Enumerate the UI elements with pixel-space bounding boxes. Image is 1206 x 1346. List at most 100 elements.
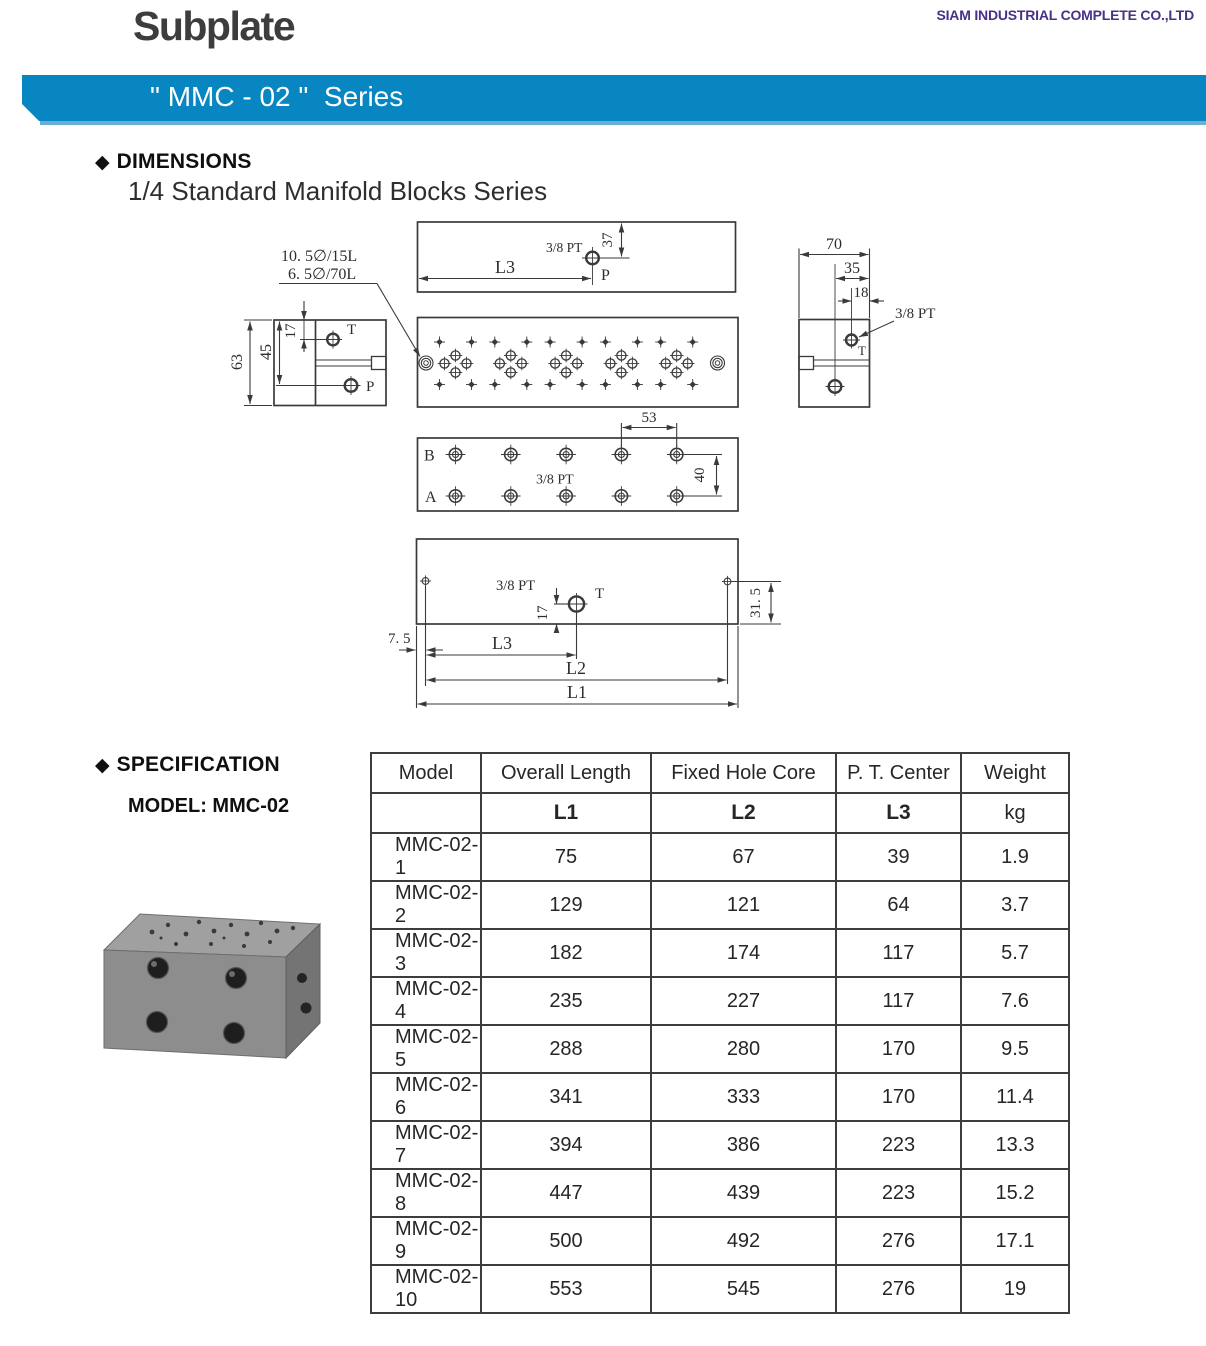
port-p-label: P — [601, 267, 610, 284]
model-cell: MMC-02-10 — [370, 1264, 482, 1314]
model-cell: MMC-02-2 — [370, 880, 482, 930]
value-cell: 17.1 — [960, 1216, 1070, 1266]
value-cell: 545 — [650, 1264, 837, 1314]
spec-table-units-row: L1 L2 L3 kg — [370, 792, 1070, 834]
value-cell: 492 — [650, 1216, 837, 1266]
value-cell: 182 — [480, 928, 652, 978]
mount-hole-left — [418, 355, 434, 371]
port-p-label: P — [366, 379, 374, 395]
dim-40-label: 40 — [692, 468, 708, 483]
value-cell: 1.9 — [960, 832, 1070, 882]
dim-45-label: 45 — [258, 344, 275, 360]
value-cell: 75 — [480, 832, 652, 882]
company-name: SIAM INDUSTRIAL COMPLETE CO.,LTD — [936, 7, 1194, 23]
value-cell: 170 — [835, 1024, 962, 1074]
value-cell: 280 — [650, 1024, 837, 1074]
thread-label: 3/8 PT — [546, 240, 583, 255]
col-weight: Weight — [960, 752, 1070, 794]
left-side-view-drawing: T P 63 45 17 — [229, 301, 387, 407]
value-cell: 11.4 — [960, 1072, 1070, 1122]
model-cell: MMC-02-8 — [370, 1168, 482, 1218]
dimensions-subheading: 1/4 Standard Manifold Blocks Series — [128, 176, 548, 206]
value-cell: 117 — [835, 928, 962, 978]
value-cell: 333 — [650, 1072, 837, 1122]
value-cell: 288 — [480, 1024, 652, 1074]
dim-31-5-label: 31. 5 — [748, 588, 764, 618]
value-cell: 447 — [480, 1168, 652, 1218]
side-face-holes — [297, 973, 312, 1014]
port-p-marker — [582, 247, 630, 285]
col-pt-center: P. T. Center — [835, 752, 962, 794]
hole-callout: 10. 5∅/15L 6. 5∅/70L — [279, 248, 421, 357]
mount-hole-right — [709, 355, 726, 371]
value-cell: 5.7 — [960, 928, 1070, 978]
diamond-bullet-icon: ◆ — [95, 151, 110, 173]
port-p-marker — [341, 376, 361, 395]
value-cell: 394 — [480, 1120, 652, 1170]
banner-underline — [40, 121, 1206, 125]
page-title: Subplate — [133, 3, 296, 49]
top-view-drawing: 37 3/8 PT L3 P — [416, 221, 737, 293]
port-t-label: T — [595, 586, 604, 602]
diamond-bullet-icon: ◆ — [95, 754, 110, 776]
value-cell: 170 — [835, 1072, 962, 1122]
port-t-label: T — [858, 343, 866, 358]
model-cell: MMC-02-4 — [370, 976, 482, 1026]
dim-7-5-label: 7. 5 — [388, 631, 411, 647]
ports-view-drawing: B A 3/8 PT 53 40 — [416, 410, 739, 512]
value-cell: 7.6 — [960, 976, 1070, 1026]
dim-63-label: 63 — [229, 354, 246, 370]
specification-section-header: ◆ SPECIFICATION — [95, 753, 280, 777]
row-b-label: B — [424, 448, 435, 465]
dim-l2-label: L2 — [566, 658, 586, 678]
model-cell: MMC-02-5 — [370, 1024, 482, 1074]
dim-35-label: 35 — [844, 260, 860, 277]
value-cell: 64 — [835, 880, 962, 930]
value-cell: 386 — [650, 1120, 837, 1170]
front-face-holes — [145, 956, 248, 1045]
model-cell: MMC-02-9 — [370, 1216, 482, 1266]
value-cell: 121 — [650, 880, 837, 930]
value-cell: 13.3 — [960, 1120, 1070, 1170]
units-l2: L2 — [650, 792, 837, 834]
dimensions-heading: DIMENSIONS — [116, 150, 252, 173]
value-cell: 19 — [960, 1264, 1070, 1314]
port-t-marker — [324, 330, 342, 349]
row-a-label: A — [425, 489, 437, 506]
dim-l1-label: L1 — [567, 682, 587, 702]
value-cell: 553 — [480, 1264, 652, 1314]
dim-l3-label: L3 — [492, 633, 512, 653]
dimensions-section-header: ◆ DIMENSIONS — [95, 150, 252, 174]
value-cell: 276 — [835, 1216, 962, 1266]
value-cell: 129 — [480, 880, 652, 930]
model-label: MODEL: MMC-02 — [128, 795, 290, 817]
port-t-label: T — [347, 322, 356, 338]
dim-18-label: 18 — [854, 285, 869, 301]
series-banner-text: " MMC - 02 " Series — [150, 81, 404, 112]
product-photo — [102, 913, 322, 1060]
spec-table: Model Overall Length Fixed Hole Core P. … — [370, 752, 1070, 1314]
dim-53-label: 53 — [642, 410, 657, 426]
model-cell: MMC-02-1 — [370, 832, 482, 882]
model-cell: MMC-02-6 — [370, 1072, 482, 1122]
dim-70-label: 70 — [826, 236, 842, 253]
specification-heading: SPECIFICATION — [116, 753, 280, 776]
thread-label: 3/8 PT — [496, 578, 535, 594]
thread-label: 3/8 PT — [536, 473, 574, 488]
value-cell: 3.7 — [960, 880, 1070, 930]
value-cell: 15.2 — [960, 1168, 1070, 1218]
right-side-view-drawing: 70 35 18 3/8 PT T — [798, 236, 935, 408]
value-cell: 341 — [480, 1072, 652, 1122]
value-cell: 235 — [480, 976, 652, 1026]
value-cell: 439 — [650, 1168, 837, 1218]
col-fixed-hole-core: Fixed Hole Core — [650, 752, 837, 794]
